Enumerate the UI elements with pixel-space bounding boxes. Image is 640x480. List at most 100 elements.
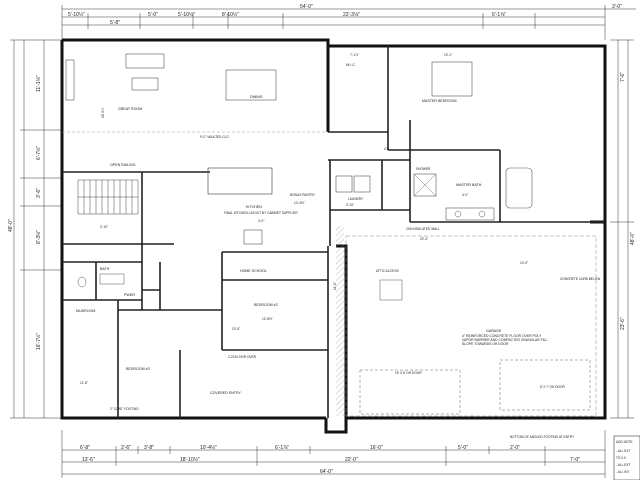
bonus-dim: 10'-4½" — [294, 201, 305, 205]
dining-table-icon — [225, 69, 277, 101]
room-bedroom-3: BEDROOM #3 — [126, 367, 150, 371]
notes-box-line-3: - ALL EXT — [616, 463, 630, 467]
garage-door-a-label: 16' X 8' OH DOOR — [395, 371, 422, 375]
great-room-area: GREAT ROOM 16'-9⅞" DINING 9'-0" VAULTED … — [62, 53, 328, 245]
bottom-dim-1: 6'-8" — [80, 445, 90, 451]
bottom-overall-dim: 64'-0" — [320, 469, 333, 475]
left-dim-3: 3'-6" — [36, 188, 42, 198]
bed-icon — [431, 61, 473, 97]
top-overall-dim: 54'-0" — [300, 4, 313, 10]
footing-note: 2" CONT. FOOTING — [110, 407, 139, 411]
bedroom-2-dim-a: 12'-8½" — [262, 317, 273, 321]
fireplace-icon — [65, 59, 75, 101]
toilet-icon — [77, 276, 87, 288]
bedroom-3-dim: 11'-8" — [80, 381, 88, 385]
room-laundry: LAUNDRY — [348, 197, 364, 201]
right-dim-1: 7'-6" — [620, 72, 626, 82]
bottom-dimension-labels: 6'-8" 2'-6" 3'-8" 10'-4½" 6'-1⅞" 16'-0" … — [80, 444, 580, 475]
top-outer-dim-1: 5'-8" — [110, 20, 120, 26]
garage-outline — [345, 235, 597, 417]
top-overall-right-dim: 3'-0" — [612, 4, 622, 10]
bottom-dim-row2-1: 13'-6" — [82, 457, 95, 463]
interior-walls — [62, 46, 605, 418]
bottom-dim-row2-4: 7'-0" — [570, 457, 580, 463]
vaulted-note: 9'-0" VAULTED CLG — [200, 135, 229, 139]
bedroom-2-dim-b: 10'-8" — [232, 327, 240, 331]
kitchen-island-icon — [207, 167, 273, 195]
bottom-dim-row2-2: 18'-10½" — [180, 456, 200, 463]
bottom-dim-2: 2'-6" — [121, 445, 131, 451]
room-cl: CL — [384, 147, 389, 151]
right-dim-2: 23'-6" — [620, 317, 626, 330]
room-shower: SHOWER — [416, 167, 431, 171]
notes-box: ADD NOTE - ALL EXT TO 0.0. - ALL EXT - A… — [613, 435, 640, 480]
room-powder: PWDR — [124, 293, 135, 297]
room-kitchen: KITCHEN — [246, 205, 262, 209]
room-garage: GARAGE — [486, 329, 502, 333]
master-suite: MASTER BEDROOM 13'-1" W.I.C. 7'-1⅞" MAST… — [346, 53, 533, 221]
dryer-icon — [353, 175, 371, 193]
left-dim-2: 6'-7½" — [35, 146, 42, 160]
bottom-dimensions — [61, 430, 606, 478]
notes-box-title: ADD NOTE — [616, 440, 632, 444]
top-outer-dim-2: 8'-10½" — [222, 11, 239, 18]
shower-icon — [413, 173, 437, 197]
garage-area: GARAGE 22'-4" 11'-0" 10'-0" ATTIC ACCESS… — [333, 227, 600, 439]
bath-vanity-icon — [99, 273, 125, 285]
room-mudroom: MUDROOM — [76, 309, 95, 313]
header-note: 2-2X10 HDR OVER — [228, 355, 257, 359]
kitchen-dim: 4'-0" — [258, 219, 264, 223]
left-dim-1: 11'-1⅛" — [36, 75, 42, 92]
notes-box-line-4: - ALL INT — [616, 470, 629, 474]
garage-floor-note: 4" REINFORCED CONCRETE FLOOR OVER POLY V… — [462, 334, 549, 346]
notes-box-line-1: - ALL EXT — [616, 449, 630, 453]
top-dimension-labels: 54'-0" 3'-0" 5'-10½" 5'-0" 5'-10½" 22'-3… — [68, 4, 622, 26]
laundry-area: LAUNDRY 3'-10" BONUS PANTRY 10'-4½" — [290, 175, 371, 207]
left-dimension-labels: 48'-0" 11'-1⅛" 6'-7½" 3'-6" 8'-3½" 16'-7… — [8, 75, 42, 350]
great-room-dim: 16'-9⅞" — [101, 107, 105, 118]
bottom-dim-5: 6'-1⅞" — [275, 445, 289, 451]
coffee-table-icon — [131, 77, 159, 91]
right-overall-dim: 48'-0" — [630, 232, 636, 245]
top-dimensions — [61, 5, 636, 40]
tub-icon — [505, 167, 533, 209]
garage-dim-b: 22'-4" — [420, 237, 428, 241]
top-dim-1: 5'-10½" — [68, 11, 85, 18]
room-bedroom-2: BEDROOM #2 — [254, 303, 278, 307]
room-great-room: GREAT ROOM — [118, 107, 142, 111]
vanity-icon — [445, 207, 495, 221]
garage-dim-a: 11'-0" — [333, 282, 337, 290]
room-master-bath: MASTER BATH — [456, 183, 482, 187]
top-dim-4: 22'-3⅛" — [343, 12, 360, 18]
garage-wall-hatch — [336, 226, 344, 416]
washer-icon — [335, 175, 353, 193]
garage-door-b — [499, 359, 591, 411]
attic-hatch-icon — [379, 279, 403, 301]
bedroom-wing: BEDROOM #2 12'-8½" 10'-8" HOME SCHOOL BE… — [76, 267, 278, 411]
bottom-dim-6: 16'-0" — [370, 445, 383, 451]
room-wic: W.I.C. — [346, 63, 356, 67]
bottom-dim-4: 10'-4½" — [200, 444, 217, 451]
room-master-bedroom: MASTER BEDROOM — [422, 99, 457, 103]
left-dimensions — [10, 39, 62, 419]
attic-note: ATTIC ACCESS — [376, 269, 399, 273]
garage-floor-note-box: 4" REINFORCED CONCRETE FLOOR OVER POLY V… — [462, 334, 549, 346]
left-dim-5: 16'-7½" — [35, 333, 42, 350]
top-dim-2: 5'-0" — [148, 12, 158, 18]
top-dim-5: 6'-1⅞" — [492, 12, 506, 18]
room-home-school: HOME SCHOOL — [240, 269, 267, 273]
top-dim-3: 5'-10½" — [178, 11, 195, 18]
notes-box-line-2: TO 0.0. — [616, 456, 627, 460]
sofa-icon — [125, 53, 165, 69]
room-dining: DINING — [250, 95, 263, 99]
sink-icon-2 — [478, 210, 486, 218]
covered-entry-label: COVERED ENTRY — [210, 391, 241, 395]
room-bath: BATH — [100, 267, 110, 271]
bottom-dim-row2-3: 22'-0" — [345, 457, 358, 463]
kitchen-note: FINAL KITCHEN LAYOUT BY CABINET SUPPLIER — [224, 211, 298, 215]
sink-icon-1 — [454, 210, 462, 218]
laundry-dim: 3'-10" — [346, 203, 354, 207]
bottom-dim-3: 3'-8" — [144, 445, 154, 451]
garage-dim-c: 10'-0" — [520, 261, 528, 265]
